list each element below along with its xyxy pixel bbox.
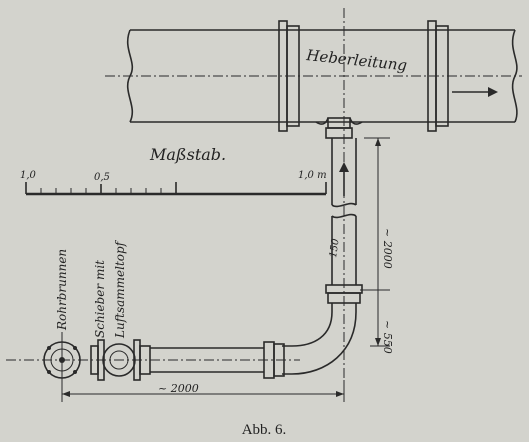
label-scale-start: 1,0	[20, 170, 37, 181]
label-schieber-line2: Luftsammeltopf	[113, 239, 127, 339]
label-scale-end: 1,0 m	[298, 170, 327, 181]
label-rohrbrunnen: Rohrbrunnen	[55, 249, 69, 331]
vertical-riser	[331, 138, 357, 285]
pipe-elbow	[282, 303, 357, 375]
dimension-vertical	[360, 137, 390, 347]
dimension-horizontal	[61, 380, 345, 402]
scale-bar	[25, 182, 327, 196]
gate-valve	[90, 339, 151, 381]
label-scale-mid: 0,5	[94, 172, 110, 183]
label-heberleitung: Heberleitung	[305, 46, 408, 75]
main-pipe-flange-left	[278, 20, 300, 132]
label-schieber-line1: Schieber mit	[93, 260, 107, 338]
label-dim-horizontal: ~ 2000	[158, 382, 199, 395]
well-head	[43, 332, 81, 388]
main-pipe	[105, 29, 522, 123]
horizontal-pipe	[150, 347, 264, 373]
t-junction	[315, 117, 363, 139]
main-pipe-flange-right	[427, 20, 449, 132]
label-pipe-size: 150	[328, 237, 342, 258]
figure-caption: Abb. 6.	[242, 422, 287, 438]
label-dim-vertical-upper: ~ 2000	[381, 228, 394, 269]
label-dim-vertical-lower: ~ 550	[381, 320, 394, 354]
flow-arrow-icon	[452, 87, 498, 97]
label-massstab: Maßstab.	[149, 145, 226, 164]
